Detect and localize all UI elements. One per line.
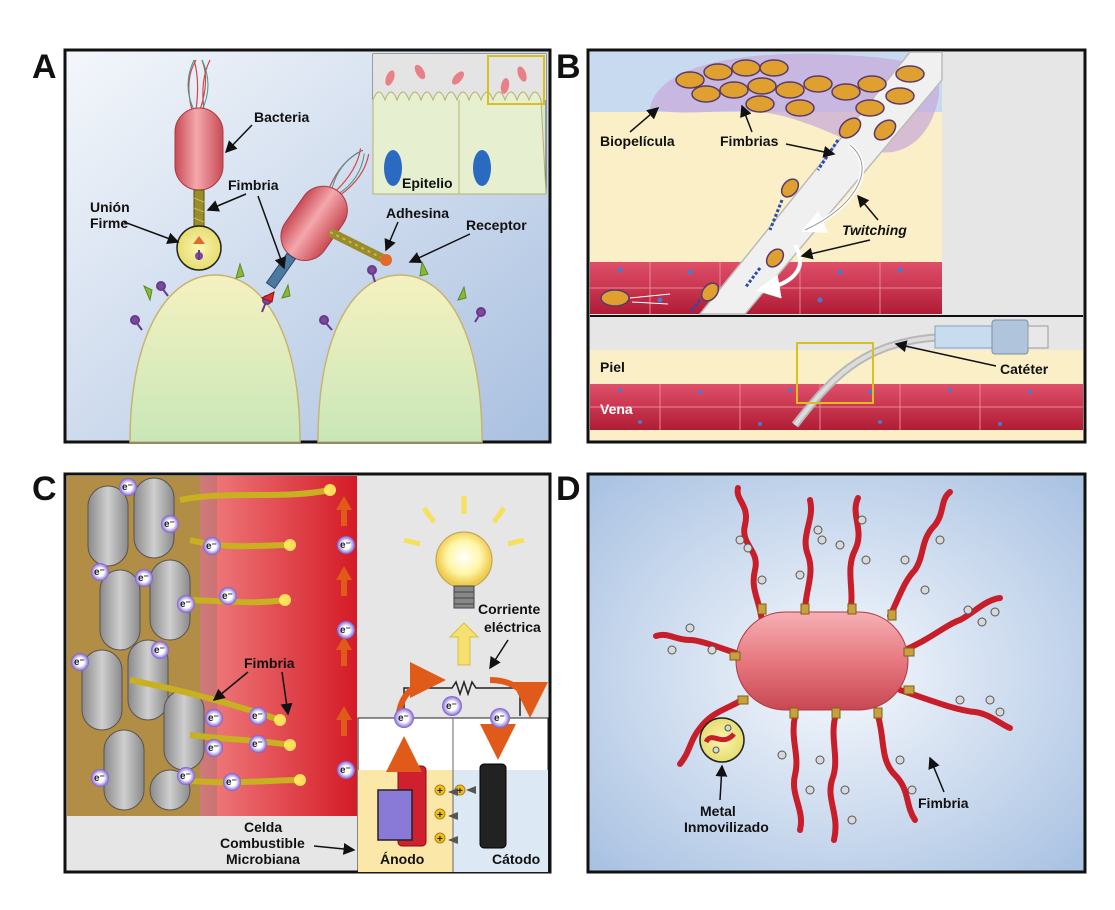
biofilm-bacteria bbox=[600, 59, 925, 307]
label-metal-2: Inmovilizado bbox=[684, 819, 769, 835]
svg-text:e⁻: e⁻ bbox=[208, 713, 219, 724]
panel-a: Bacteria Unión Firme Fimbria Adhesina Re… bbox=[63, 48, 552, 444]
bacteria-upright bbox=[174, 107, 224, 191]
label-twitching: Twitching bbox=[842, 222, 907, 238]
epithelial-cell-right bbox=[317, 274, 483, 443]
svg-text:+: + bbox=[437, 786, 443, 797]
svg-text:e⁻: e⁻ bbox=[94, 773, 105, 784]
svg-text:e⁻: e⁻ bbox=[208, 743, 219, 754]
label-receptor: Receptor bbox=[466, 217, 527, 233]
svg-text:e⁻: e⁻ bbox=[164, 519, 175, 530]
label-vena: Vena bbox=[600, 401, 633, 417]
catheter-zoom bbox=[698, 51, 943, 315]
bacteria-d bbox=[735, 611, 909, 711]
svg-text:e⁻: e⁻ bbox=[154, 645, 165, 656]
panel-d: Metal Inmovilizado Fimbria bbox=[586, 472, 1087, 874]
label-metal-1: Metal bbox=[700, 803, 736, 819]
svg-text:e⁻: e⁻ bbox=[122, 482, 133, 493]
svg-text:+: + bbox=[457, 786, 463, 797]
label-biopelicula: Biopelícula bbox=[600, 133, 675, 149]
label-celda-3: Microbiana bbox=[226, 851, 300, 867]
panel-letter-b: B bbox=[556, 48, 581, 86]
label-union-firme-2: Firme bbox=[90, 215, 128, 231]
label-anodo: Ánodo bbox=[380, 851, 424, 867]
label-epitelio: Epitelio bbox=[402, 175, 453, 191]
label-union-firme-1: Unión bbox=[90, 199, 130, 215]
label-piel: Piel bbox=[600, 359, 625, 375]
svg-text:e⁻: e⁻ bbox=[138, 573, 149, 584]
label-corriente-2: eléctrica bbox=[484, 619, 541, 635]
cathode-electrode bbox=[479, 763, 507, 849]
metal-particles bbox=[667, 515, 1005, 825]
svg-text:e⁻: e⁻ bbox=[226, 777, 237, 788]
svg-text:+: + bbox=[437, 810, 443, 821]
svg-text:e⁻: e⁻ bbox=[180, 599, 191, 610]
label-fimbria-d: Fimbria bbox=[918, 795, 969, 811]
panel-letter-c: C bbox=[32, 470, 57, 508]
firm-union-circle bbox=[176, 225, 222, 271]
svg-text:+: + bbox=[437, 834, 443, 845]
svg-text:e⁻: e⁻ bbox=[180, 771, 191, 782]
svg-text:e⁻: e⁻ bbox=[340, 765, 351, 776]
light-bulb bbox=[403, 496, 525, 666]
svg-text:e⁻: e⁻ bbox=[398, 713, 409, 724]
label-adhesina: Adhesina bbox=[386, 205, 449, 221]
svg-text:e⁻: e⁻ bbox=[340, 540, 351, 551]
svg-text:e⁻: e⁻ bbox=[446, 701, 457, 712]
label-corriente-1: Corriente bbox=[478, 601, 540, 617]
svg-text:e⁻: e⁻ bbox=[206, 541, 217, 552]
label-fimbria-c: Fimbria bbox=[244, 655, 295, 671]
svg-text:e⁻: e⁻ bbox=[340, 625, 351, 636]
epithelial-cell-left bbox=[129, 274, 301, 443]
svg-text:e⁻: e⁻ bbox=[252, 739, 263, 750]
panel-letter-a: A bbox=[32, 48, 57, 86]
label-fimbrias: Fimbrias bbox=[720, 133, 779, 149]
svg-text:e⁻: e⁻ bbox=[74, 657, 85, 668]
adhesina-mark bbox=[380, 254, 392, 266]
panel-b: Biopelícula Fimbrias Twitching Piel Vena… bbox=[586, 48, 1087, 444]
label-catodo: Cátodo bbox=[492, 851, 540, 867]
label-bacteria: Bacteria bbox=[254, 109, 309, 125]
svg-text:e⁻: e⁻ bbox=[222, 591, 233, 602]
panel-c: e⁻ e⁻ e⁻ e⁻ e⁻ e⁻ e⁻ e⁻ e⁻ e⁻ e⁻ e⁻ e⁻ e… bbox=[63, 472, 552, 874]
label-cateter: Catéter bbox=[1000, 361, 1049, 377]
panel-letter-d: D bbox=[556, 470, 581, 508]
svg-text:e⁻: e⁻ bbox=[494, 713, 505, 724]
electrons-electrode bbox=[71, 478, 355, 791]
label-celda-1: Celda bbox=[244, 819, 282, 835]
svg-text:e⁻: e⁻ bbox=[94, 567, 105, 578]
label-celda-2: Combustible bbox=[220, 835, 305, 851]
svg-text:e⁻: e⁻ bbox=[252, 711, 263, 722]
inset-epithelium bbox=[372, 53, 547, 195]
label-fimbria-a: Fimbria bbox=[228, 177, 279, 193]
